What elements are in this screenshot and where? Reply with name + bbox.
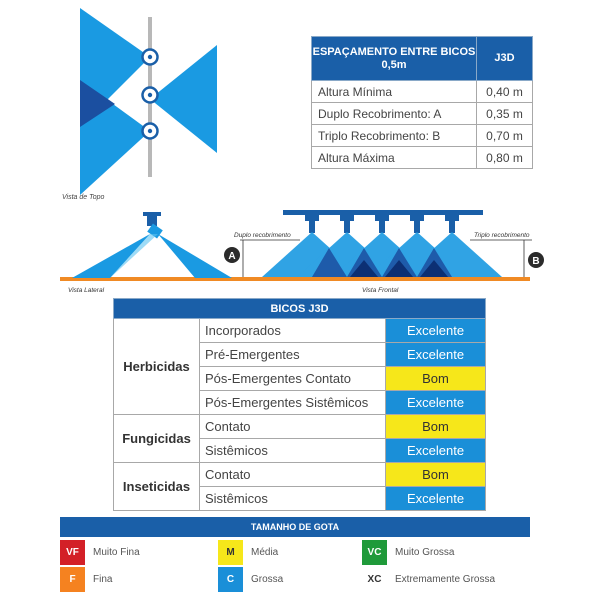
marker-b-icon: B xyxy=(528,252,544,268)
bicos-title: BICOS J3D xyxy=(113,298,486,319)
item-label: Pós-Emergentes Sistêmicos xyxy=(199,390,386,415)
droplet-item-f: F Fina xyxy=(60,567,112,592)
side-front-diagram: A B Duplo recobrimento Triplo recobrimen… xyxy=(60,210,544,294)
rating-badge: Excelente xyxy=(385,390,486,415)
spray-overlap xyxy=(80,80,115,127)
droplet-label: Grossa xyxy=(251,574,284,585)
droplet-label: Fina xyxy=(93,574,113,585)
spacing-header: ESPAÇAMENTO ENTRE BICOS 0,5m xyxy=(311,36,477,81)
rating-badge: Excelente xyxy=(385,342,486,367)
double-overlap-label: Duplo recobrimento xyxy=(234,232,291,239)
droplet-item-vf: VF Muito Fina xyxy=(60,540,140,565)
row-value: 0,80 m xyxy=(476,146,533,169)
droplet-item-c: C Grossa xyxy=(218,567,283,592)
droplet-code-badge: F xyxy=(60,567,85,592)
rating-badge: Excelente xyxy=(385,486,486,511)
marker-a-icon: A xyxy=(224,247,240,263)
droplet-item-xc: XC Extremamente Grossa xyxy=(362,567,495,592)
group-herbicidas: Herbicidas xyxy=(113,318,200,415)
table-row: Fungicidas Contato Bom xyxy=(113,414,486,463)
row-value: 0,35 m xyxy=(476,102,533,125)
item-label: Pós-Emergentes Contato xyxy=(199,366,386,391)
rating-badge: Excelente xyxy=(385,438,486,463)
front-nozzles xyxy=(305,215,459,233)
nozzle-icon xyxy=(141,122,159,140)
item-label: Incorporados xyxy=(199,318,386,343)
droplet-label: Muito Grossa xyxy=(395,547,455,558)
front-view-caption: Vista Frontal xyxy=(362,287,399,294)
rating-badge: Bom xyxy=(385,366,486,391)
top-view-caption: Vista de Topo xyxy=(62,194,105,201)
table-row: Sistêmicos Excelente xyxy=(114,438,486,463)
nozzle-icon xyxy=(141,86,159,104)
droplet-code-badge: VC xyxy=(362,540,387,565)
table-row: Pré-Emergentes Excelente xyxy=(114,342,486,367)
droplet-code-badge: VF xyxy=(60,540,85,565)
rating-badge: Bom xyxy=(385,462,486,487)
bicos-table: BICOS J3D Herbicidas Incorporados Excele… xyxy=(113,298,486,511)
row-label: Altura Máxima xyxy=(311,146,477,169)
front-spray xyxy=(262,232,502,277)
droplet-code-badge: M xyxy=(218,540,243,565)
droplet-size-title: TAMANHO DE GOTA xyxy=(60,517,530,537)
item-label: Contato xyxy=(199,462,386,487)
item-label: Contato xyxy=(199,414,386,439)
droplet-label: Extremamente Grossa xyxy=(395,574,496,585)
ground-line xyxy=(60,277,530,281)
droplet-label: Muito Fina xyxy=(93,547,140,558)
droplet-item-vc: VC Muito Grossa xyxy=(362,540,454,565)
item-label: Pré-Emergentes xyxy=(199,342,386,367)
boom-bar xyxy=(283,210,483,215)
droplet-label: Média xyxy=(251,547,279,558)
droplet-code-badge: C xyxy=(218,567,243,592)
front-spray-triple xyxy=(350,260,448,277)
droplet-item-m: M Média xyxy=(218,540,278,565)
item-label: Sistêmicos xyxy=(199,486,386,511)
side-spray xyxy=(158,234,232,278)
rating-badge: Excelente xyxy=(385,318,486,343)
svg-text:A: A xyxy=(228,251,235,262)
spacing-table: ESPAÇAMENTO ENTRE BICOS 0,5m J3D Altura … xyxy=(311,36,533,169)
row-label: Duplo Recobrimento: A xyxy=(311,102,477,125)
row-label: Triplo Recobrimento: B xyxy=(311,124,477,147)
group-fungicidas: Fungicidas xyxy=(113,414,200,463)
table-row: Inseticidas Contato Bom xyxy=(113,462,486,511)
spacing-model-header: J3D xyxy=(476,36,533,81)
droplet-code-badge: XC xyxy=(362,567,387,592)
table-row: Herbicidas Incorporados Excelente xyxy=(113,318,486,415)
table-row: Sistêmicos Excelente xyxy=(114,486,486,511)
spray-fan-right xyxy=(150,45,217,153)
row-value: 0,40 m xyxy=(476,80,533,103)
svg-text:B: B xyxy=(532,256,539,267)
rating-badge: Bom xyxy=(385,414,486,439)
side-view-caption: Vista Lateral xyxy=(68,287,105,294)
row-label: Altura Mínima xyxy=(311,80,477,103)
side-spray-core xyxy=(110,234,158,278)
row-value: 0,70 m xyxy=(476,124,533,147)
triple-overlap-label: Triplo recobrimento xyxy=(474,232,530,239)
top-view-diagram xyxy=(80,8,217,195)
nozzle-icon xyxy=(141,48,159,66)
side-spray xyxy=(72,234,150,278)
group-inseticidas: Inseticidas xyxy=(113,462,200,511)
item-label: Sistêmicos xyxy=(199,438,386,463)
